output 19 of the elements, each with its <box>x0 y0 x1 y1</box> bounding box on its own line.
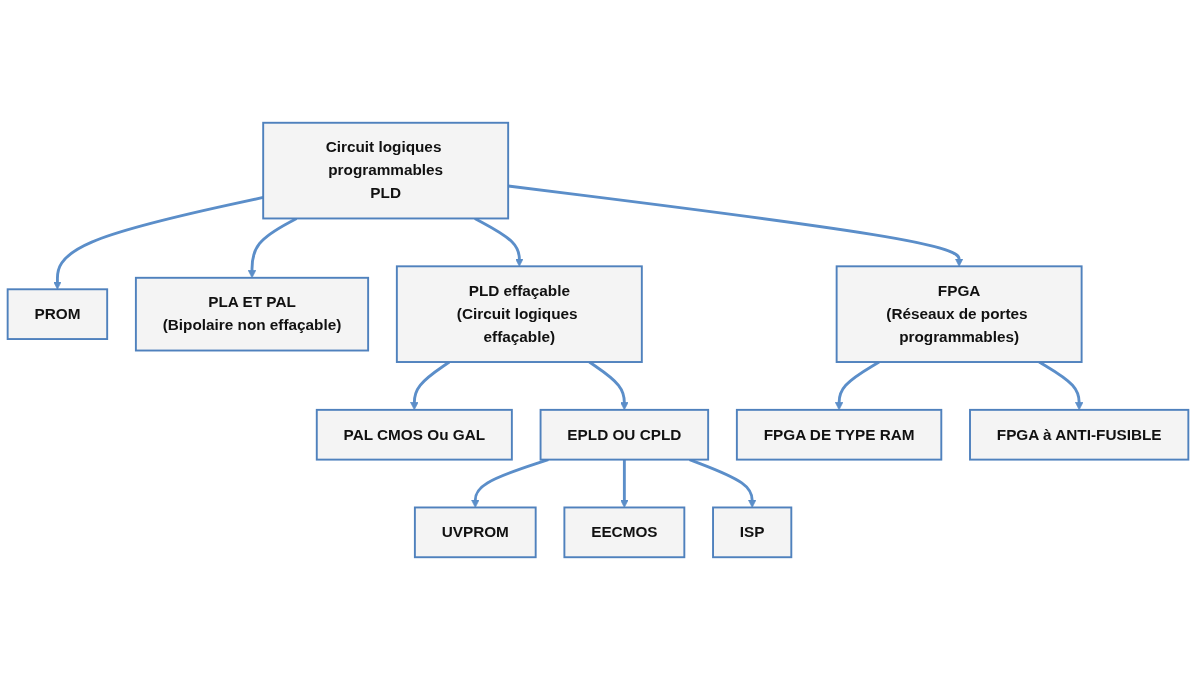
node-box: PLA ET PAL (Bipolaire non effaçable) <box>134 276 370 352</box>
arrow <box>474 217 524 267</box>
node-box: PAL CMOS Ou GAL <box>315 408 513 461</box>
node-box: EECMOS <box>563 506 686 559</box>
node-box: UVPROM <box>413 506 537 559</box>
node-box: FPGA à ANTI-FUSIBLE <box>969 408 1190 461</box>
arrow <box>471 458 549 508</box>
node-box: PLD effaçable (Circuit logiques effaçable) <box>395 265 643 363</box>
arrow <box>689 458 757 508</box>
node-box: ISP <box>712 506 793 559</box>
node-box: FPGA DE TYPE RAM <box>735 408 943 461</box>
node-box: Circuit logiques programmables PLD <box>262 121 510 220</box>
node-box: EPLD OU CPLD <box>539 408 710 461</box>
arrow <box>53 196 264 290</box>
arrow <box>247 217 298 279</box>
arrow <box>620 459 629 508</box>
node-box: FPGA (Réseaux de portes programmables) <box>835 265 1083 363</box>
arrow <box>508 184 964 267</box>
node-box: PROM <box>6 288 109 340</box>
